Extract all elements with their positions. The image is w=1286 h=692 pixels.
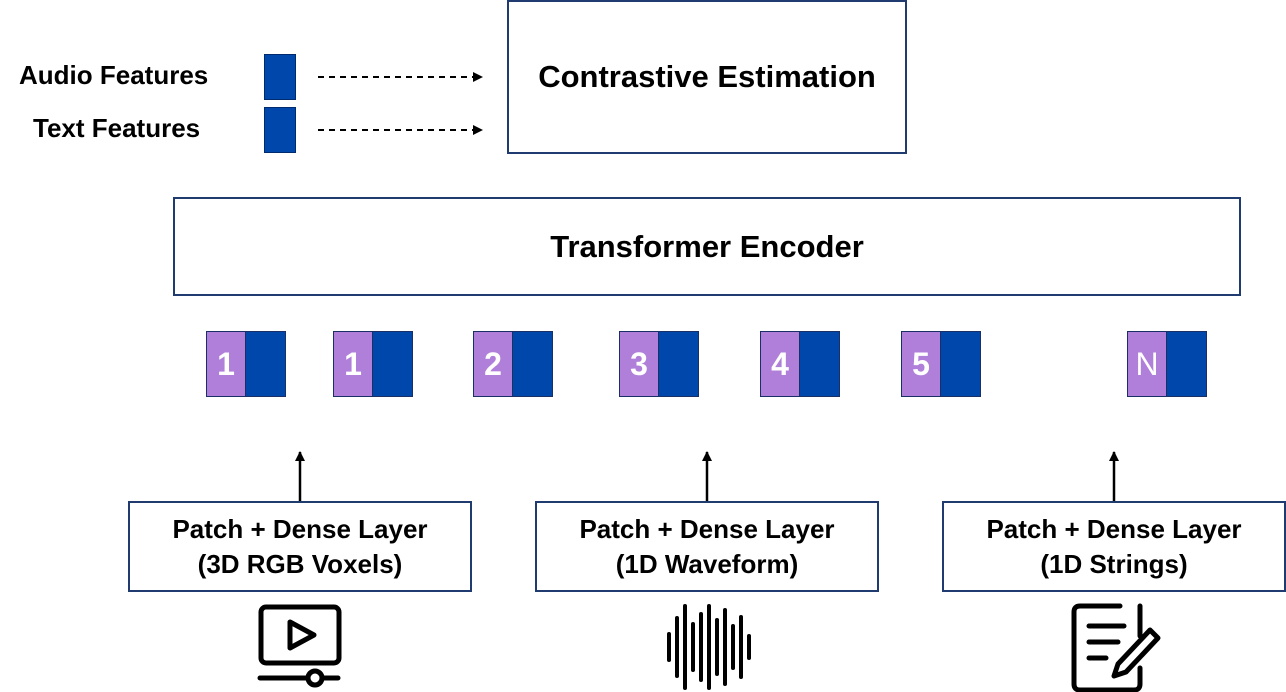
embedding-block <box>800 332 839 396</box>
patch-layer-modality: (1D Waveform) <box>615 548 799 579</box>
video-play-icon <box>257 604 342 688</box>
position-index: 4 <box>761 332 801 396</box>
token: 1 <box>206 331 286 397</box>
token: 2 <box>473 331 553 397</box>
contrastive-estimation-label: Contrastive Estimation <box>538 59 876 94</box>
embedding-block <box>659 332 698 396</box>
text-feature-swatch <box>264 107 296 153</box>
patch-layer-title: Patch + Dense Layer <box>986 513 1242 544</box>
audio-features-label: Audio Features <box>19 60 209 90</box>
embedding-block <box>1167 332 1206 396</box>
position-index: 5 <box>902 332 942 396</box>
embedding-block <box>246 332 285 396</box>
position-index: 2 <box>474 332 514 396</box>
position-index: N <box>1128 332 1168 396</box>
patch-dense-layer-audio: Patch + Dense Layer (1D Waveform) <box>535 501 879 592</box>
patch-dense-layer-video: Patch + Dense Layer (3D RGB Voxels) <box>128 501 472 592</box>
position-index: 1 <box>207 332 247 396</box>
document-pencil-icon <box>1071 603 1161 692</box>
text-features-label: Text Features <box>33 113 201 143</box>
embedding-block <box>941 332 980 396</box>
token: 1 <box>333 331 413 397</box>
patch-layer-modality: (3D RGB Voxels) <box>197 548 403 579</box>
patch-layer-title: Patch + Dense Layer <box>579 513 835 544</box>
token: N <box>1127 331 1207 397</box>
audio-feature-swatch <box>264 54 296 100</box>
audio-waveform-icon <box>667 604 751 690</box>
token: 4 <box>760 331 840 397</box>
position-index: 3 <box>620 332 660 396</box>
token: 3 <box>619 331 699 397</box>
embedding-block <box>373 332 412 396</box>
token: 5 <box>901 331 981 397</box>
position-index: 1 <box>334 332 374 396</box>
embedding-block <box>513 332 552 396</box>
patch-layer-modality: (1D Strings) <box>1040 548 1188 579</box>
transformer-encoder-box: Transformer Encoder <box>173 197 1241 296</box>
transformer-encoder-label: Transformer Encoder <box>550 228 864 264</box>
patch-layer-title: Patch + Dense Layer <box>172 513 428 544</box>
contrastive-estimation-box: Contrastive Estimation <box>507 0 907 154</box>
patch-dense-layer-text: Patch + Dense Layer (1D Strings) <box>942 501 1286 592</box>
